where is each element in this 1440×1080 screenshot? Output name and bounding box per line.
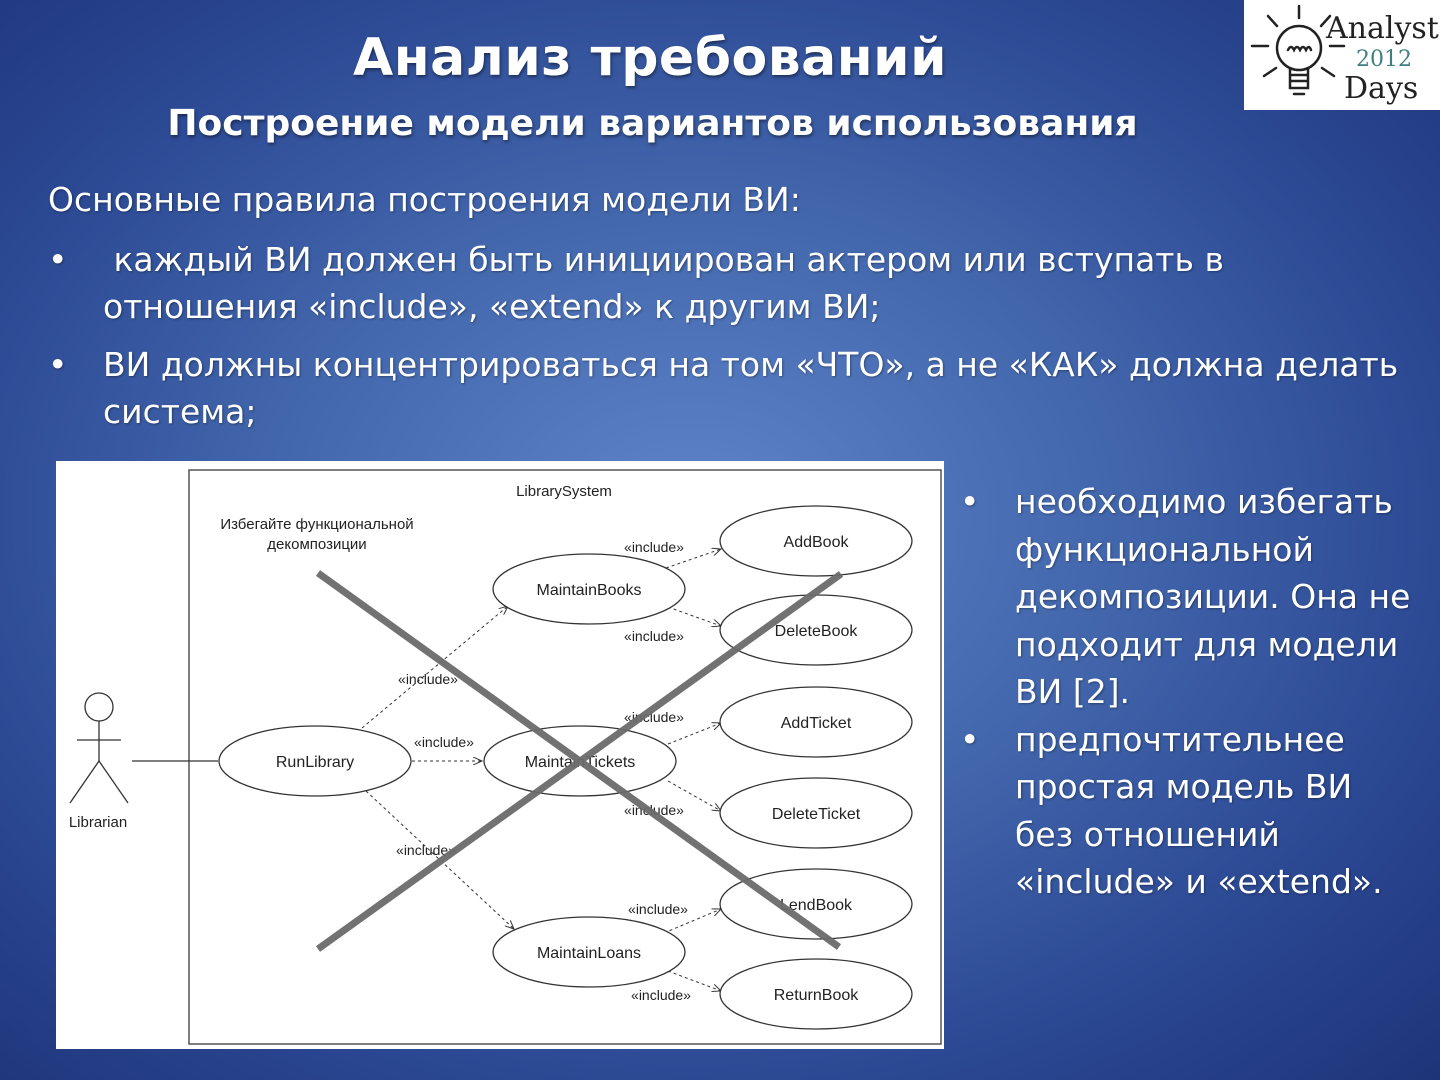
use-case-label: AddBook bbox=[784, 534, 850, 551]
use-case-maintain-books bbox=[492, 553, 686, 625]
logo-year: 2012 bbox=[1356, 47, 1412, 72]
include-label: «include» bbox=[624, 628, 684, 644]
logo-line2: Days bbox=[1344, 71, 1418, 106]
include-label: «include» bbox=[628, 901, 688, 917]
use-case-return-book bbox=[719, 958, 913, 1030]
use-case-lend-book bbox=[719, 868, 913, 940]
bullet-marker: • bbox=[48, 240, 68, 279]
rule-item: • каждый ВИ должен быть инициирован акте… bbox=[48, 236, 1418, 330]
include-label: «include» bbox=[624, 539, 684, 555]
use-case-run-library bbox=[218, 725, 412, 797]
use-case-label: AddTicket bbox=[781, 715, 852, 732]
actor-figure bbox=[69, 692, 129, 804]
use-case-label: DeleteTicket bbox=[772, 806, 861, 823]
use-case-label: LendBook bbox=[780, 897, 853, 914]
use-case-add-ticket bbox=[719, 686, 913, 758]
use-case-diagram: LibrarySystem Избегайте функциональной д… bbox=[56, 461, 944, 1049]
side-notes-list: • необходимо избегать функциональной деко… bbox=[960, 478, 1420, 906]
bullet-marker: • bbox=[48, 345, 68, 384]
strike-cross bbox=[315, 570, 844, 952]
include-label: «include» bbox=[398, 671, 458, 687]
analyst-days-logo: Analyst 2012 Days bbox=[1244, 0, 1440, 110]
diagram-note-line2: декомпозиции bbox=[267, 536, 366, 553]
side-note-item: • необходимо избегать функциональной деко… bbox=[960, 478, 1420, 716]
side-note-text: необходимо избегать функциональной деком… bbox=[1015, 482, 1411, 711]
bullet-marker: • bbox=[960, 719, 980, 759]
actor-label: Librarian bbox=[69, 814, 127, 831]
system-boundary bbox=[188, 469, 942, 1045]
use-case-label: MaintainLoans bbox=[537, 945, 641, 962]
use-case-label: DeleteBook bbox=[775, 623, 859, 640]
lightbulb-icon bbox=[1250, 4, 1346, 96]
side-note-item: • предпочтительнее простая модель ВИ без … bbox=[960, 716, 1420, 906]
include-label: «include» bbox=[396, 842, 456, 858]
use-case-maintain-loans bbox=[492, 916, 686, 988]
slide-subtitle: Построение модели вариантов использовани… bbox=[167, 103, 1138, 144]
bullet-marker: • bbox=[960, 482, 980, 521]
system-name: LibrarySystem bbox=[516, 483, 612, 500]
include-label: «include» bbox=[631, 987, 691, 1003]
use-case-add-book bbox=[719, 505, 913, 577]
use-case-label: MaintainBooks bbox=[537, 582, 642, 599]
rules-list: • каждый ВИ должен быть инициирован акте… bbox=[48, 236, 1418, 446]
slide-title: Анализ требований bbox=[352, 28, 948, 88]
side-note-text: предпочтительнее простая модель ВИ без о… bbox=[1015, 719, 1383, 902]
use-case-label: RunLibrary bbox=[276, 754, 354, 771]
intro-text: Основные правила построения модели ВИ: bbox=[48, 180, 801, 219]
rule-text: каждый ВИ должен быть инициирован актеро… bbox=[103, 240, 1235, 326]
use-case-delete-ticket bbox=[719, 777, 913, 849]
rule-item: • ВИ должны концентрироваться на том «ЧТО… bbox=[48, 341, 1418, 435]
use-case-label: ReturnBook bbox=[774, 987, 859, 1004]
rule-text: ВИ должны концентрироваться на том «ЧТО»… bbox=[103, 345, 1399, 431]
include-label: «include» bbox=[414, 734, 474, 750]
diagram-note-line1: Избегайте функциональной bbox=[220, 516, 413, 533]
include-arrows bbox=[361, 549, 721, 991]
logo-line1: Analyst bbox=[1325, 11, 1439, 46]
